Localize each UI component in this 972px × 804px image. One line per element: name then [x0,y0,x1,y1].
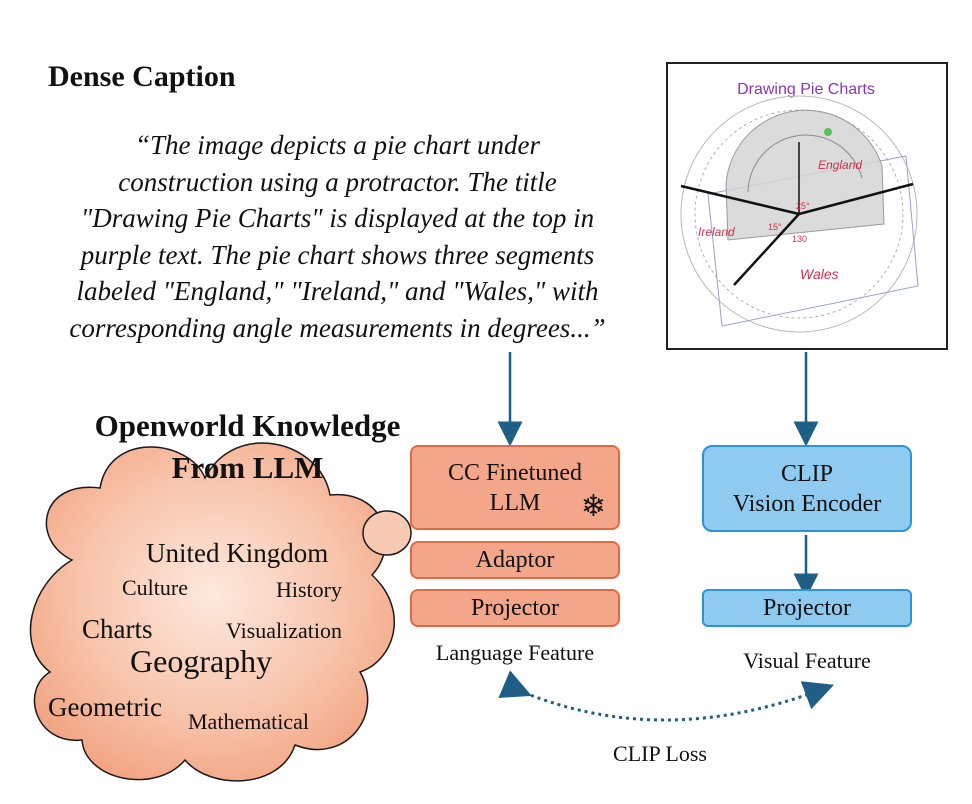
adaptor-box: Adaptor [410,541,620,579]
thumbnail-label: England [818,158,862,172]
knowledge-title-line: Openworld Knowledge [94,408,401,443]
thumbnail-angle: 25° [796,201,810,211]
knowledge-word: Visualization [226,618,342,643]
thumbnail-title: Drawing Pie Charts [737,81,875,98]
thumbnail-angle: 15° [768,222,782,232]
cc-finetuned-llm-box: CC Finetuned LLM ❄ [410,445,620,530]
thumbnail-angle: 130 [792,234,807,244]
language-feature-label: Language Feature [435,640,595,665]
knowledge-cloud [29,442,460,782]
knowledge-word: Mathematical [188,709,309,734]
encoder-label-line: Vision Encoder [732,490,882,517]
llm-label-line: LLM [489,489,541,516]
clip-vision-encoder-box: CLIP Vision Encoder [702,445,912,532]
knowledge-word: Culture [122,575,188,600]
thought-bubble-large [362,510,412,556]
dense-caption-text: “The image depicts a pie chart under con… [30,127,645,346]
snowflake-frozen-icon: ❄ [580,490,606,523]
thumbnail-label: Ireland [698,225,735,239]
knowledge-word: History [276,577,342,602]
visual-feature-label: Visual Feature [743,648,871,673]
llm-label-line: CC Finetuned [447,459,582,486]
knowledge-word: Geography [130,643,273,679]
caption-line: labeled "England," "Ireland," and "Wales… [76,276,599,306]
caption-line: "Drawing Pie Charts" is displayed at the… [80,203,595,233]
clip-loss-label: CLIP Loss [613,741,707,766]
knowledge-word: United Kingdom [146,538,329,568]
knowledge-title: Openworld Knowledge From LLM [70,405,425,489]
vision-projector-box: Projector [702,589,912,627]
caption-line: “The image depicts a pie chart under [135,130,540,160]
input-image: Drawing Pie Charts England Ireland Wales… [666,62,948,350]
caption-line: purple text. The pie chart shows three s… [80,239,595,270]
knowledge-title-line: From LLM [171,450,324,485]
clip-loss-curve [498,670,835,722]
dense-caption-title: Dense Caption [48,60,236,93]
pie-chart-thumbnail: Drawing Pie Charts England Ireland Wales… [680,81,919,333]
language-projector-box: Projector [410,589,620,627]
thumbnail-label: Wales [800,266,839,282]
caption-line: corresponding angle measurements in degr… [69,312,606,343]
knowledge-word: Charts [82,614,153,644]
encoder-label-line: CLIP [780,460,833,487]
knowledge-word: Geometric [48,692,162,722]
caption-line: construction using a protractor. The tit… [118,166,557,197]
